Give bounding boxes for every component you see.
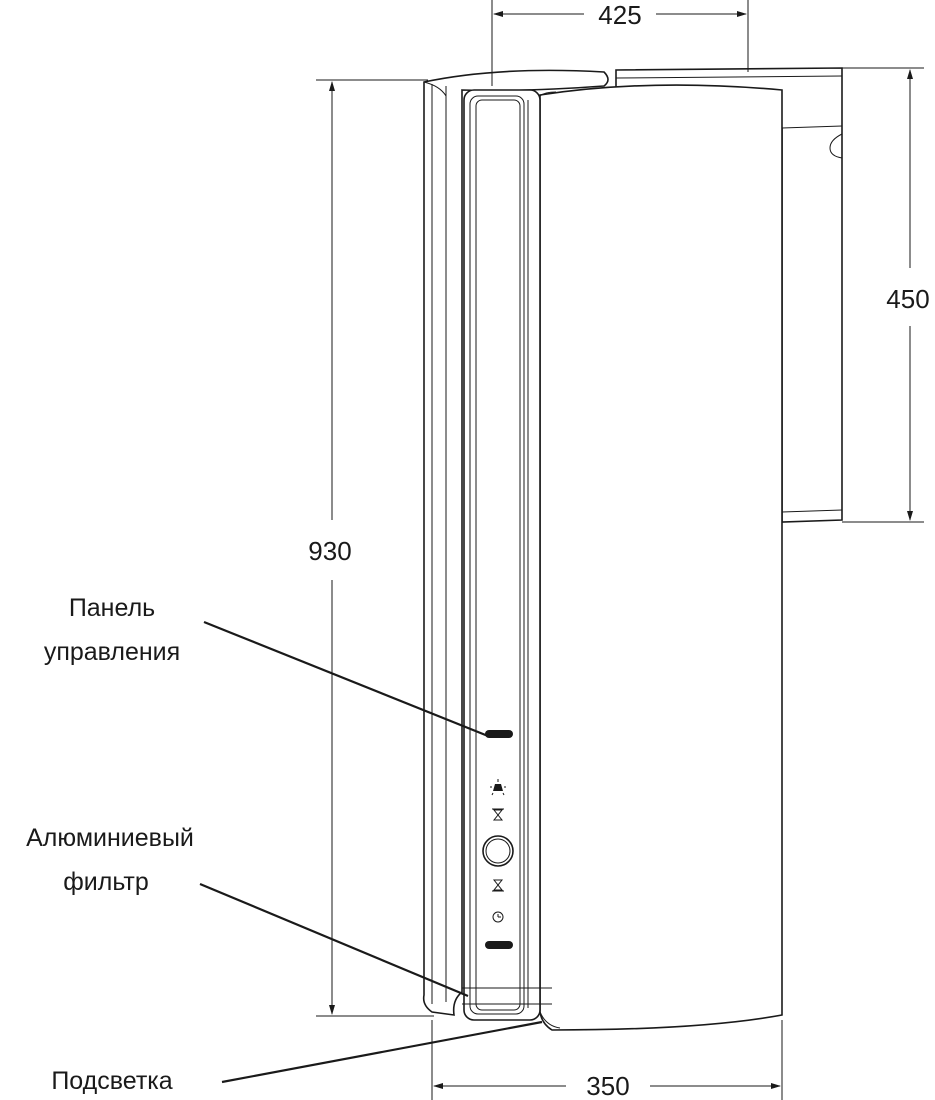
panel-controls [482,730,514,949]
dimension-height-mount: 450 [842,67,930,523]
fan-minus-icon[interactable] [492,808,504,821]
callout-lighting: Подсветка [51,1020,543,1095]
hood-body [422,69,609,1016]
control-panel-strip [462,89,552,1021]
hood-front-shell [539,84,783,1031]
callout-aluminum-filter-line2: фильтр [63,868,149,896]
dimension-label-350: 350 [586,1071,629,1100]
dimension-label-425: 425 [598,0,641,30]
dimension-width-bottom: 350 [431,1020,783,1100]
light-icon[interactable] [490,779,506,796]
callout-control-panel: Панель управления [44,594,489,738]
callout-aluminum-filter-line1: Алюминиевый [26,824,194,852]
callout-lighting-label: Подсветка [51,1067,172,1095]
leader-line-aluminum-filter [199,882,469,998]
power-knob[interactable] [482,835,514,867]
dimension-width-top: 425 [491,0,749,86]
callout-aluminum-filter: Алюминиевый фильтр [26,824,469,998]
dimension-label-930: 930 [308,536,351,566]
bottom-indicator-bar[interactable] [485,941,513,949]
dimension-label-450: 450 [886,284,929,314]
timer-icon[interactable] [492,911,504,923]
callout-control-panel-line1: Панель [69,594,155,622]
callout-control-panel-line2: управления [44,638,180,666]
leader-line-control-panel [203,620,489,738]
top-indicator-bar[interactable] [485,730,513,738]
leader-line-lighting [221,1020,543,1084]
dimension-height-total: 930 [308,79,434,1017]
fan-plus-icon[interactable] [492,879,504,892]
